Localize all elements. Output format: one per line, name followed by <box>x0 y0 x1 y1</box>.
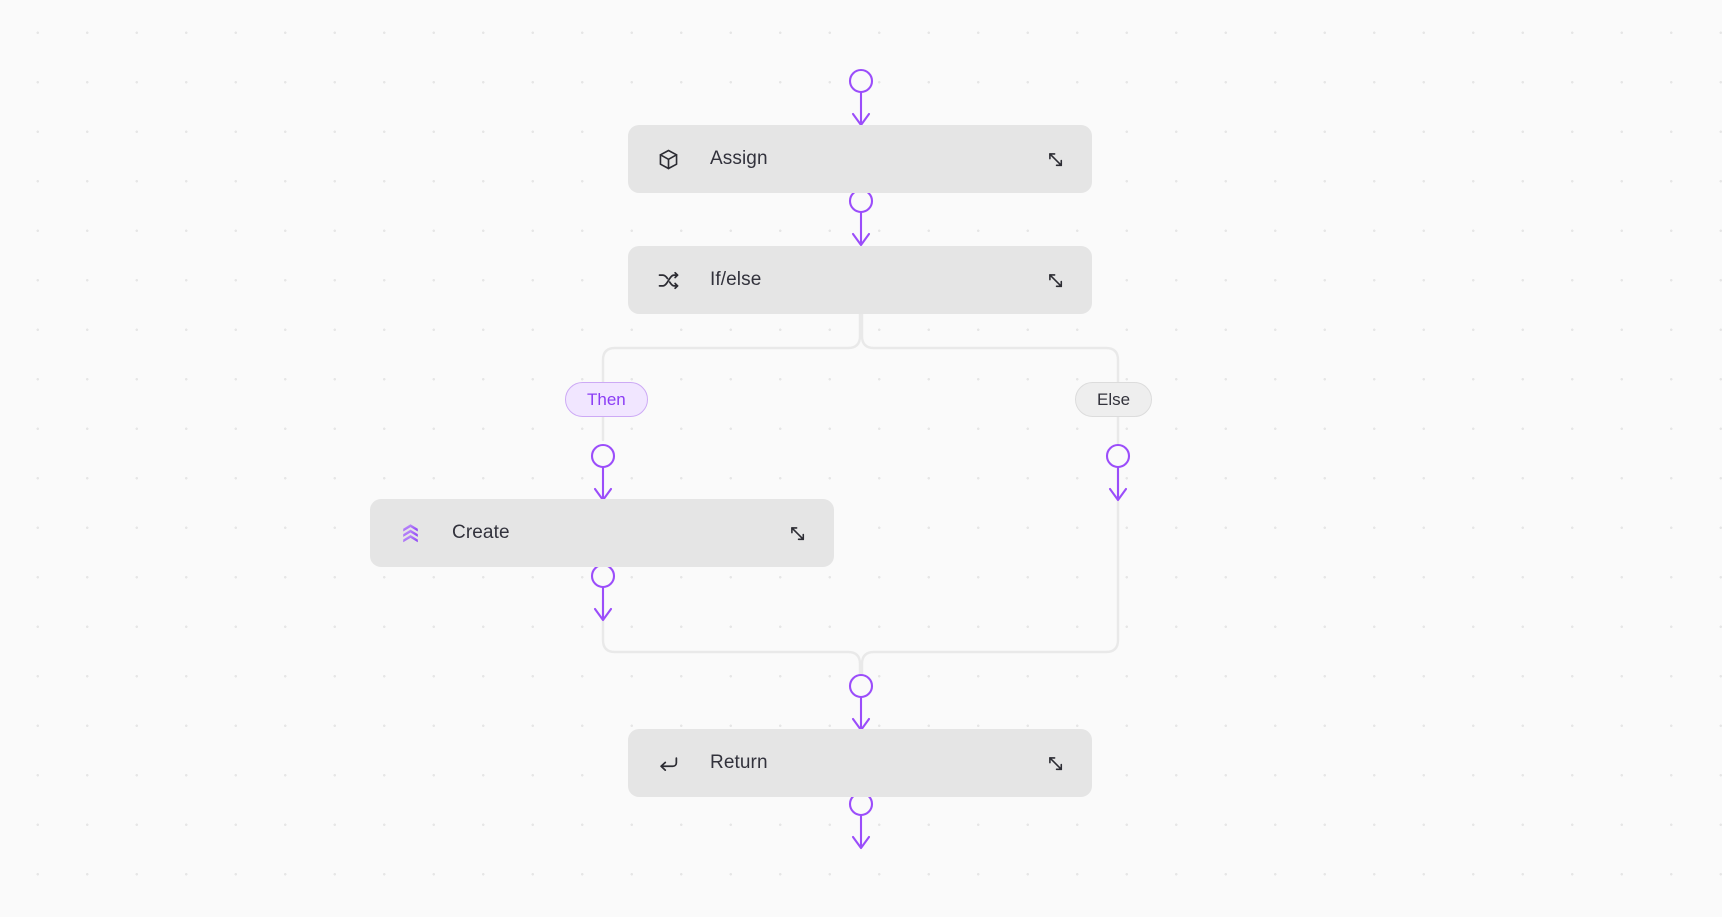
edge-create-to-merge <box>601 598 862 684</box>
expand-diagonal-icon[interactable] <box>1044 269 1066 291</box>
shuffle-icon <box>656 268 680 292</box>
connector-start-to-assign[interactable] <box>844 68 878 132</box>
edge-else-to-merge <box>860 398 1120 684</box>
node-label-ifelse: If/else <box>710 269 762 290</box>
branch-pill-then[interactable]: Then <box>565 382 648 417</box>
cube-icon <box>656 147 680 171</box>
connector-else-branch[interactable] <box>1101 443 1135 507</box>
node-ifelse[interactable]: If/else <box>628 246 1092 314</box>
layered-chevrons-logo-icon <box>398 521 422 545</box>
connector-then-to-create[interactable] <box>586 443 620 507</box>
connector-return-to-end[interactable] <box>844 791 878 855</box>
expand-diagonal-icon[interactable] <box>1044 148 1066 170</box>
node-create[interactable]: Create <box>370 499 834 567</box>
connector-merge-to-return[interactable] <box>844 673 878 737</box>
branch-pill-then-label: Then <box>587 389 626 409</box>
node-return[interactable]: Return <box>628 729 1092 797</box>
node-label-return: Return <box>710 752 768 773</box>
node-label-create: Create <box>452 522 510 543</box>
node-label-assign: Assign <box>710 148 768 169</box>
branch-pill-else-label: Else <box>1097 389 1131 409</box>
connector-assign-to-ifelse[interactable] <box>844 188 878 252</box>
node-assign[interactable]: Assign <box>628 125 1092 193</box>
branch-pill-else[interactable]: Else <box>1075 382 1153 417</box>
connector-create-to-merge[interactable] <box>586 563 620 627</box>
return-arrow-icon <box>656 751 680 775</box>
expand-diagonal-icon[interactable] <box>1044 752 1066 774</box>
expand-diagonal-icon[interactable] <box>786 522 808 544</box>
